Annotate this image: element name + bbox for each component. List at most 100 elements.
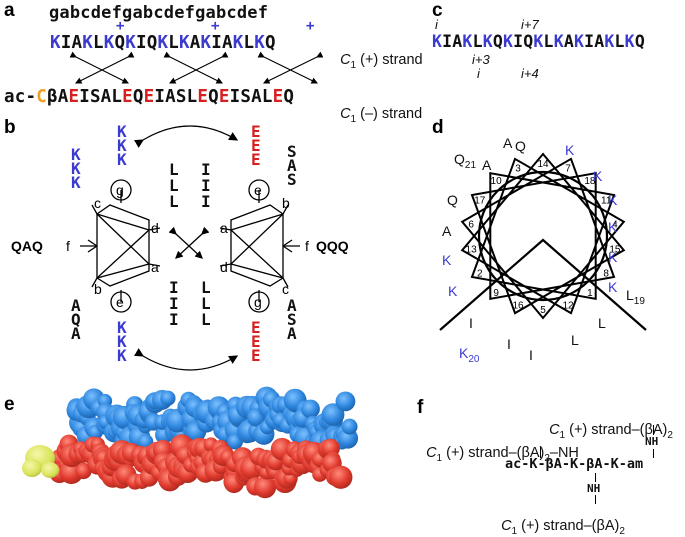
plus-strand-segment: L [243, 33, 255, 53]
minus-strand-segment: E [122, 87, 133, 107]
wheel-residue-label: L [598, 315, 606, 331]
minus-strand-segment: E [68, 87, 80, 107]
atom-sphere [335, 391, 356, 412]
residue-column-top-left: K [71, 173, 81, 192]
minus-strand-segment: Q [208, 87, 219, 107]
wheel-residue-label: I [507, 336, 511, 352]
minus-strand-segment: E [272, 87, 284, 107]
helical-sequence-segment: K [432, 32, 443, 51]
residue-column-b-bottom: A [71, 296, 81, 315]
atom-sphere [254, 476, 277, 499]
residue-column-g-bottom: E [251, 332, 261, 351]
residue-column-a-top: I [201, 176, 211, 195]
helical-sequence-segment: K [533, 32, 544, 51]
helical-sequence-segment: Q [492, 32, 503, 51]
residue-column-e-bottom: K [117, 332, 127, 351]
helical-sequence-segment: IA [442, 32, 463, 51]
residue-column-a-bottom: I [169, 278, 179, 297]
label-i-plus-4: i+4 [521, 66, 539, 81]
plus-strand-segment: K [103, 33, 115, 53]
minus-strand-segment: E [197, 87, 209, 107]
branch-top-bond [653, 425, 654, 435]
wheel-residue-label: A [503, 135, 513, 151]
plus-strand-label-c: C [340, 52, 351, 68]
minus-strand-segment: ISAL [229, 87, 273, 107]
wheel-residue-label: K [593, 168, 603, 184]
label-i-bottom: i [477, 66, 480, 81]
plus-strand-segment: IQ [135, 33, 158, 53]
branch-bottom-bond [595, 473, 596, 482]
residue-column-c-bottom: A [287, 296, 297, 315]
wheel-residue-label: K [608, 249, 618, 265]
residue-column-g-bottom: E [251, 318, 261, 337]
helical-sequence-segment: A [563, 32, 574, 51]
minus-strand-label-c: C [340, 106, 351, 122]
residue-column-d-top: L [169, 176, 179, 195]
branch-left-sub: 1 [436, 452, 443, 464]
helical-sequence-segment: K [604, 32, 615, 51]
branch-top-rest: (+) strand–(βA) [565, 422, 668, 438]
plus-strand-segment: A [189, 33, 201, 53]
branch-top-label: C1 (+) strand–(βA)2 [541, 406, 673, 441]
residue-column-d-top: L [169, 192, 179, 211]
plus-strand-segment: Q [114, 33, 126, 53]
plus-strand-segment: K [200, 33, 212, 53]
minus-strand-label-sub: 1 [350, 113, 357, 125]
residue-column-d-bottom: L [201, 278, 211, 297]
wheel-residue-label: L [571, 332, 579, 348]
plus-mark: + [116, 18, 125, 34]
plus-strand-segment: K [157, 33, 169, 53]
residue-column-c-bottom: S [287, 310, 297, 329]
circle-g-top-left [110, 179, 132, 201]
wheel-position-number: 7 [565, 163, 571, 174]
residue-column-top-left: K [71, 159, 81, 178]
wheel-residue-label: A [442, 223, 452, 239]
helical-wheel-dimer-diagram: g e e g c d a b b a d c f f QAQ QQQ [11, 125, 349, 371]
wheel-position-number: 10 [491, 176, 503, 187]
wheel-residue-subscript: 21 [465, 160, 477, 171]
position-f-right: f [305, 238, 309, 254]
minus-strand-segment: ac- [4, 87, 37, 107]
panel-label-a: a [4, 0, 15, 21]
wheel-star-path [460, 152, 626, 320]
plus-strand-label-rest: (+) strand [356, 52, 423, 68]
wheel-position-number: 11 [601, 196, 612, 207]
wheel-residue-label: K [608, 279, 618, 295]
residue-column-top-left: K [71, 145, 81, 164]
label-i-plus-7-text: i+7 [521, 17, 539, 32]
wheel-residue-label: K [448, 283, 458, 299]
circle-e-bottom-left-label: e [116, 294, 124, 310]
plus-strand-segment: K [125, 33, 136, 53]
position-b-bottom-left: b [94, 281, 102, 297]
residue-column-c-bottom: A [287, 324, 297, 343]
branch-bottom-nh: NH [587, 482, 601, 495]
label-i-plus-3-text: i+3 [472, 52, 490, 67]
helical-sequence-segment: K [462, 32, 473, 51]
branch-top-c: C [549, 422, 560, 438]
minus-strand-label: C1 (–) strand [332, 90, 422, 125]
residue-column-g-top: K [117, 136, 127, 155]
position-d-bottom-right: d [220, 259, 228, 275]
branch-top-sub: 1 [559, 429, 566, 441]
wheel-residue-subscript: 20 [468, 354, 480, 365]
panel-label-b: b [4, 117, 16, 138]
circle-e-top-right [248, 179, 270, 201]
minus-strand-segment: βA [46, 87, 69, 107]
helical-sequence-segment: K [573, 32, 585, 51]
panel-label-f: f [417, 397, 424, 418]
plus-strand-segment: IA [60, 33, 83, 53]
branch-left-bond [540, 447, 541, 458]
wheel-hydrophobic-wedge [439, 238, 647, 331]
minus-strand-segment: Q [283, 87, 295, 107]
residue-column-b-top: A [287, 156, 297, 175]
position-a-top-right: a [220, 220, 228, 236]
wheel-residue-label: I [469, 315, 473, 331]
minus-strand-segment: IASL [154, 87, 198, 107]
residue-column-b-top: S [287, 142, 297, 161]
position-c-bottom-right: c [282, 281, 289, 297]
helical-sequence-segment: IQ [513, 32, 534, 51]
label-i-plus-7: i+7 [521, 17, 539, 32]
cysteine-tip-yellow [22, 445, 59, 478]
atom-sphere [321, 403, 345, 426]
salt-bridge-arrows [69, 51, 324, 84]
